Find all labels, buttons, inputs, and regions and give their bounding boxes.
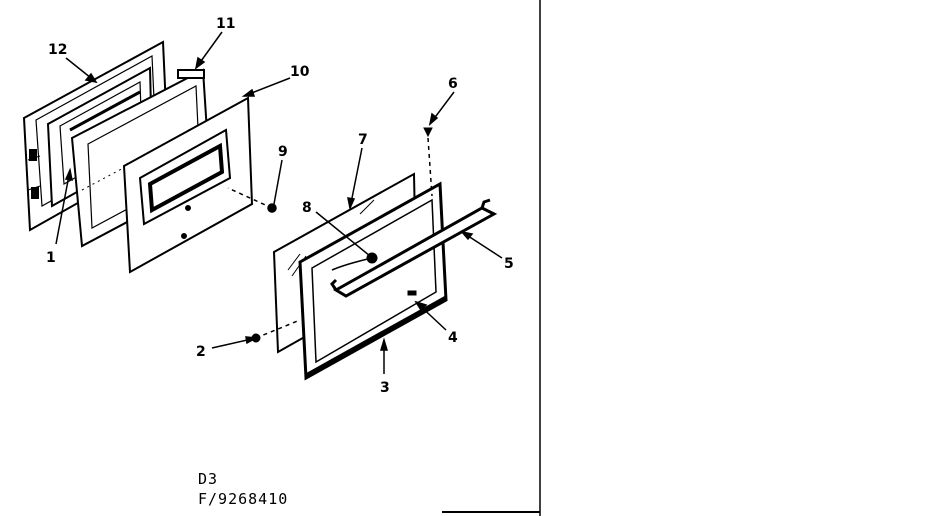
callout-10: 10	[290, 64, 310, 80]
diagram-code-line-2: F/9268410	[198, 490, 289, 508]
callout-12: 12	[48, 42, 67, 58]
leader-lines-left	[55, 31, 291, 245]
callout-8: 8	[302, 200, 312, 216]
leader-lines-right	[211, 91, 503, 374]
clip-4	[407, 290, 417, 296]
callout-6: 6	[448, 76, 458, 92]
outer-door-panel	[122, 96, 254, 274]
callout-2: 2	[196, 344, 206, 360]
door-handle	[330, 198, 498, 298]
callout-11: 11	[216, 16, 235, 32]
callout-5: 5	[504, 256, 514, 272]
callout-1: 1	[46, 250, 56, 266]
diagram-code-line-1: D3	[198, 470, 219, 488]
callout-3: 3	[380, 380, 390, 396]
callout-4: 4	[448, 330, 458, 346]
screw-6	[423, 127, 433, 138]
callout-9: 9	[278, 144, 288, 160]
callout-7: 7	[358, 132, 368, 148]
